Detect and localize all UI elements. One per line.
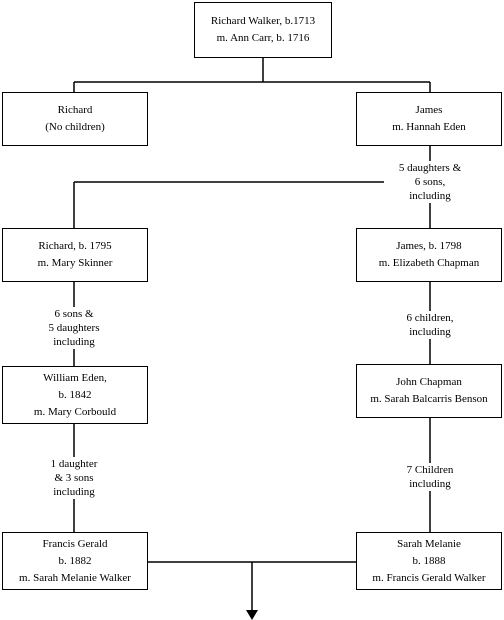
- person-spouse: m. Mary Skinner: [37, 257, 113, 269]
- person-spouse: m. Ann Carr, b. 1716: [216, 32, 310, 44]
- person-spouse: m. Sarah Balcarris Benson: [370, 393, 488, 405]
- person-name: Richard Walker, b.1713: [210, 15, 316, 27]
- person-box-richard-walker: Richard Walker, b.1713 m. Ann Carr, b. 1…: [194, 2, 332, 58]
- children-note-william-eden: 1 daughter & 3 sons including: [28, 457, 120, 499]
- children-note-james: 5 daughters & 6 sons, including: [384, 161, 476, 203]
- children-note-james-1798: 6 children, including: [384, 311, 476, 339]
- person-name: James: [415, 104, 443, 116]
- person-box-james-1798: James, b. 1798 m. Elizabeth Chapman: [356, 228, 502, 282]
- person-spouse: m. Mary Corbould: [33, 405, 117, 418]
- person-box-john-chapman: John Chapman m. Sarah Balcarris Benson: [356, 364, 502, 418]
- children-note-john-chapman: 7 Children including: [384, 463, 476, 491]
- person-name: Richard, b. 1795: [38, 240, 112, 252]
- person-birth: b. 1882: [58, 554, 92, 567]
- person-box-william-eden: William Eden, b. 1842 m. Mary Corbould: [2, 366, 148, 424]
- person-name: Francis Gerald: [42, 537, 108, 550]
- person-name: William Eden,: [43, 371, 107, 384]
- person-birth: b. 1888: [412, 554, 446, 567]
- person-box-richard-1795: Richard, b. 1795 m. Mary Skinner: [2, 228, 148, 282]
- person-spouse: m. Francis Gerald Walker: [372, 571, 486, 584]
- person-birth: b. 1842: [58, 388, 92, 401]
- person-spouse: m. Hannah Eden: [392, 121, 466, 133]
- person-note: (No children): [45, 121, 105, 133]
- person-spouse: m. Elizabeth Chapman: [378, 257, 480, 269]
- children-note-richard-1795: 6 sons & 5 daughters including: [28, 307, 120, 349]
- person-box-francis-gerald: Francis Gerald b. 1882 m. Sarah Melanie …: [2, 532, 148, 590]
- person-box-sarah-melanie: Sarah Melanie b. 1888 m. Francis Gerald …: [356, 532, 502, 590]
- person-box-james: James m. Hannah Eden: [356, 92, 502, 146]
- person-name: James, b. 1798: [396, 240, 462, 252]
- person-box-richard-no-children: Richard (No children): [2, 92, 148, 146]
- person-name: Richard: [57, 104, 93, 116]
- continuation-arrow: [246, 610, 258, 620]
- person-spouse: m. Sarah Melanie Walker: [19, 571, 131, 584]
- person-name: John Chapman: [396, 376, 462, 388]
- person-name: Sarah Melanie: [397, 537, 461, 550]
